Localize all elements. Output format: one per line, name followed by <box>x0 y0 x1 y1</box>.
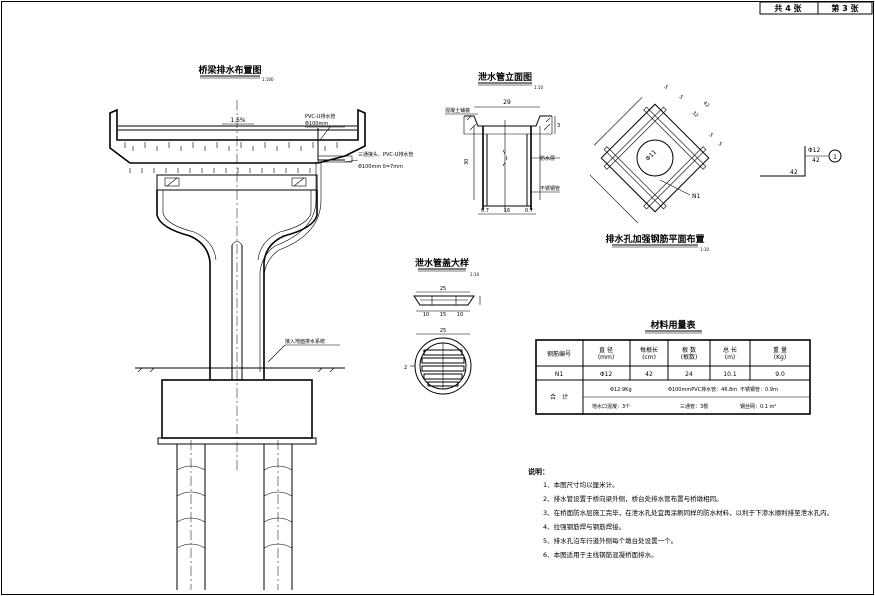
table-cell-bar-no: N1 <box>555 371 563 378</box>
rebar-callout: Φ12 42 1 42 <box>760 146 842 177</box>
elevation-dim-bottom-left: 0.7 <box>481 208 489 214</box>
bar-length-bottom: 42 <box>790 169 798 176</box>
plan-dim-5: 5 <box>708 132 714 138</box>
elevation-title: 泄水管立面图 <box>478 71 532 83</box>
note-item: 4、拉强钢筋焊与钢筋焊接。 <box>543 522 625 531</box>
table-header-count: 根 数(根数) <box>681 346 698 361</box>
layout-label-ground-drain: 接入地面排水系统 <box>285 338 325 345</box>
note-item: 6、本图适用于主线钢筋混凝桥面排水。 <box>543 550 658 559</box>
layout-label-tee-1: 三通接头、PVC-U排水管 <box>358 151 413 158</box>
sheet-counter: 共 4 张 第 3 张 <box>759 1 873 15</box>
note-item: 1、本图尺寸均以厘米计。 <box>543 480 619 489</box>
plan-mark: N1 <box>692 193 700 200</box>
piles <box>176 440 293 590</box>
elevation-label-waterproof: 防水层 <box>540 155 555 162</box>
plan-dim-4: 42 <box>702 100 711 109</box>
elevation-dim-top: 29 <box>503 99 511 106</box>
table-header-total-length: 总 长(m) <box>723 346 737 361</box>
sheet-total-label: 共 4 张 <box>774 3 802 13</box>
plan-scale: 1:10 <box>700 247 709 252</box>
cover-dim-seg1: 10 <box>423 312 429 318</box>
table-cell-diameter: Φ12 <box>600 371 613 378</box>
table-header-bar-no: 钢筋编号 <box>547 350 571 358</box>
cover-scale: 1:10 <box>470 272 479 277</box>
cover-dim-seg2: 15 <box>440 312 446 318</box>
plan-dim-3: 32 <box>691 110 700 119</box>
table-cell-total-length: 10.1 <box>723 371 737 378</box>
table-total-rebar: Φ12:9Kg <box>610 387 632 393</box>
elevation-scale: 1:10 <box>534 85 543 90</box>
cover-dim-plan: 25 <box>440 328 446 334</box>
layout-title: 桥梁排水布置图 <box>198 64 261 76</box>
layout-label-tee-2: Φ100mm δ=7mm <box>358 164 403 170</box>
elevation-label-concrete: 混凝土铺装 <box>445 107 470 114</box>
table-total-drain-inlet: 地水口混凝：3个 <box>592 403 630 410</box>
plan-dim-2: 5 <box>678 94 684 100</box>
material-table: 材料用量表 钢筋编号 直 径(mm) 每根长(cm) 根 数(根数) 总 长(m… <box>535 319 811 415</box>
cover-title: 泄水管盖大样 <box>415 257 469 269</box>
drain-pipe-elevation-view: 泄水管立面图 1:10 29 混凝土铺装 3 30 防水层 不锈钢管 0.7 1… <box>445 71 560 215</box>
notes-heading: 说明： <box>528 467 549 476</box>
table-total-label: 合 计 <box>550 393 568 401</box>
table-cell-length-each: 42 <box>645 371 653 378</box>
table-row: N1 Φ12 42 24 10.1 9.0 <box>555 371 785 378</box>
sheet-page-label: 第 3 张 <box>831 3 859 13</box>
elevation-dim-bottom-right: 0.7 <box>525 208 533 214</box>
elevation-dim-height: 30 <box>464 159 470 165</box>
layout-label-pvc-pipe-2: Φ100mm <box>305 121 328 127</box>
bar-number: 1 <box>833 154 837 161</box>
table-cell-weight: 9.0 <box>775 371 785 378</box>
table-cell-count: 24 <box>685 371 693 378</box>
notes: 说明： 1、本图尺寸均以厘米计。 2、排水管设置于桥向梁外侧，桥台处排水管布置与… <box>528 467 833 559</box>
plan-dim-6: 5 <box>717 141 723 147</box>
cover-dim-top: 25 <box>440 286 446 292</box>
note-item: 2、排水管设置于桥向梁外侧，桥台处排水管布置与桥墩相同。 <box>543 494 723 503</box>
table-total-tee: 三通管：3根 <box>680 403 708 410</box>
elevation-dim-bottom-mid: 16 <box>504 208 510 214</box>
bar-length-top: 42 <box>812 157 820 164</box>
plan-circle-label: Φ11 <box>644 149 658 163</box>
table-header-length-each: 每根长(cm) <box>640 346 658 361</box>
elevation-label-steel-pipe: 不锈钢管 <box>540 185 560 192</box>
elevation-dim-side: 3 <box>557 123 560 129</box>
table-header-weight: 重 量(Kg) <box>773 346 787 361</box>
plan-dim-1: 5 <box>663 84 669 90</box>
bar-diameter: Φ12 <box>808 147 821 154</box>
drain-cover-detail: 泄水管盖大样 1:10 25 10 15 10 25 2 <box>404 257 481 395</box>
table-total-pvc: Φ100mmPVC排水管：46.8m <box>668 386 737 393</box>
note-item: 3、在桥面防水层施工完毕，在泄水孔处宜再涂刷同样的防水材料，以利于下渗水顺利排至… <box>543 508 833 517</box>
bridge-drainage-layout-view: 桥梁排水布置图 1:100 1.5% PVC-U排水管 Φ100mm 三通接头、… <box>109 64 413 590</box>
layout-label-pvc-pipe-1: PVC-U排水管 <box>305 113 335 120</box>
cover-dim-seg3: 10 <box>457 312 463 318</box>
material-table-title: 材料用量表 <box>649 319 696 331</box>
layout-scale: 1:100 <box>262 77 274 82</box>
drain-hole-rebar-plan-view: Φ11 5 5 32 42 5 5 N1 排水孔加强钢筋平面布置 1:10 Φ1… <box>589 84 842 252</box>
table-total-mesh: 钢丝网：0.1 m² <box>740 403 776 410</box>
plan-title: 排水孔加强钢筋平面布置 <box>605 233 704 245</box>
table-total-steel-pipe: 不锈钢管：0.9m <box>740 386 778 393</box>
layout-slope: 1.5% <box>230 117 246 124</box>
cover-dim-side: 2 <box>404 365 407 371</box>
table-header-diameter: 直 径(mm) <box>598 346 614 361</box>
note-item: 5、排水孔沿车行道外侧每个墩台处设置一个。 <box>543 536 677 545</box>
